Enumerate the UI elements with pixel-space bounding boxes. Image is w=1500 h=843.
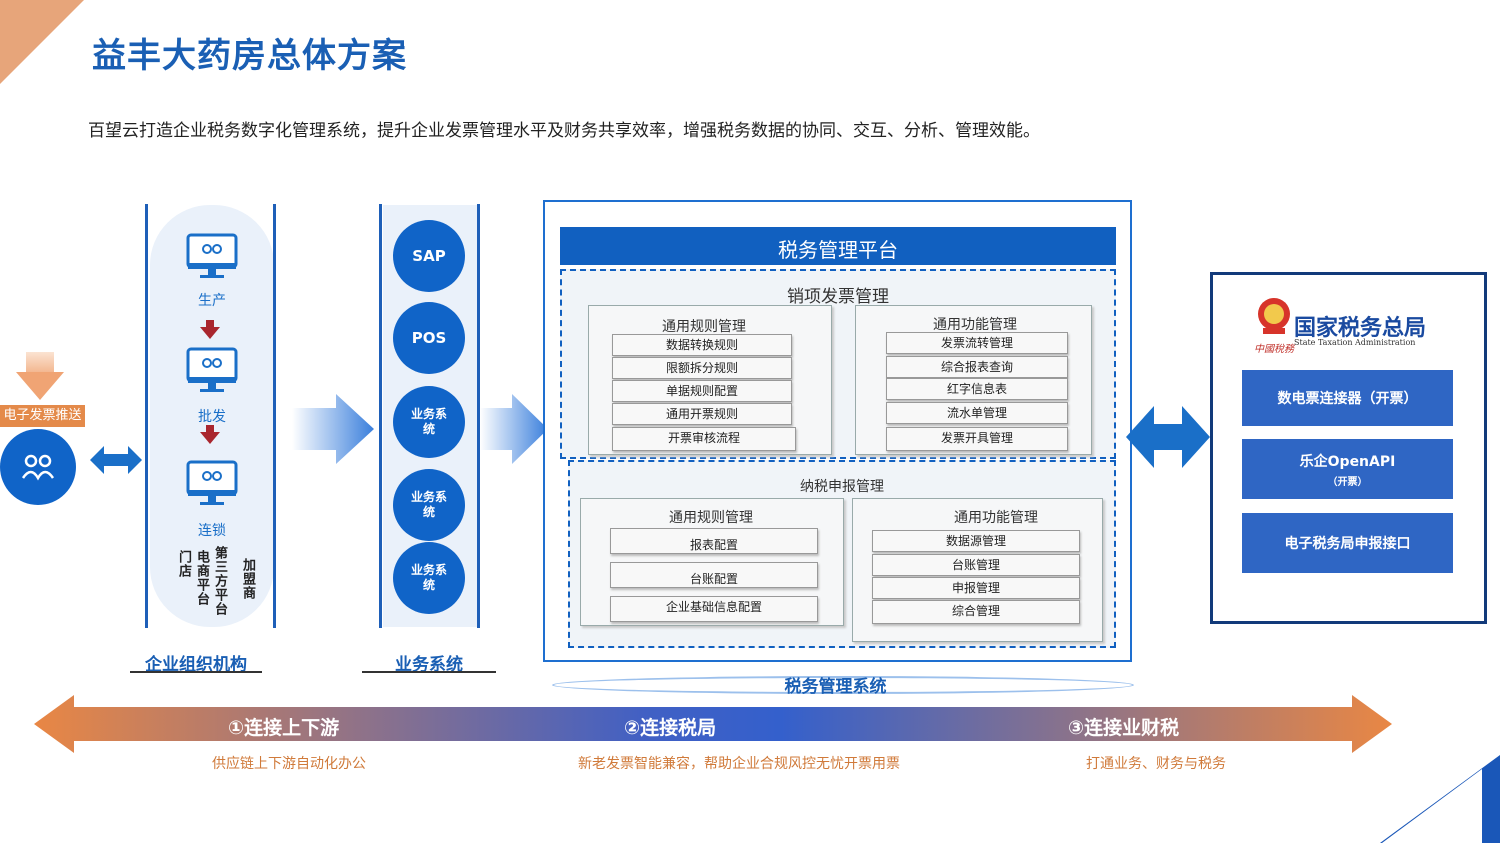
button-label: 数电票连接器（开票） [1277,391,1418,407]
bottom-label-tax-bureau: ②连接税局 [624,717,717,739]
biz-system-generic: 业务系统 [393,469,465,541]
right-arrow-icon [292,394,374,464]
org-border-right [273,204,276,628]
stage-label-wholesale: 批发 [198,409,226,425]
tax-func-item: 台账管理 [872,554,1080,576]
double-arrow-icon [90,443,142,481]
arrow-down-stem [206,320,214,328]
leqi-openapi-button[interactable]: 乐企OpenAPI （开票） [1242,439,1453,499]
org-label-underline [130,671,262,673]
monitor-icon [186,460,238,505]
corner-decoration-top-left [0,0,84,84]
arrow-down-stem [206,425,214,433]
sales-rule-item: 限额拆分规则 [612,357,792,379]
push-arrow-head-icon [16,372,64,400]
sales-funcs-title: 通用功能管理 [933,317,1017,333]
platform-ellipse-base [552,676,1134,694]
button-label: 电子税务局申报接口 [1284,536,1411,552]
sales-rule-item: 单据规则配置 [612,380,792,402]
sales-rule-item: 通用开票规则 [612,403,792,425]
monitor-icon [186,347,238,392]
e-tax-bureau-interface-button[interactable]: 电子税务局申报接口 [1242,513,1453,573]
platform-caption: 税务管理系统 [784,677,887,697]
biz-label-underline [362,671,496,673]
biz-border-right [477,204,480,628]
right-arrow-icon [480,394,548,464]
tax-rule-item: 报表配置 [610,528,818,554]
sales-rule-item: 数据转换规则 [612,334,792,356]
page-subtitle: 百望云打造企业税务数字化管理系统，提升企业发票管理水平及财务共享效率，增强税务数… [88,121,1040,141]
page-title: 益丰大药房总体方案 [92,36,407,76]
bottom-label-biz-finance-tax: ③连接业财税 [1068,717,1180,739]
tax-func-item: 申报管理 [872,577,1080,599]
bottom-desc-tax-bureau: 新老发票智能兼容，帮助企业合规风控无忧开票用票 [578,756,900,772]
push-arrow-stem [26,352,54,374]
sales-func-item: 综合报表查询 [886,356,1068,378]
emblem-icon [1258,298,1290,334]
sales-rule-item: 开票审核流程 [612,427,796,451]
bottom-desc-biz-finance-tax: 打通业务、财务与税务 [1086,756,1226,772]
authority-name-cn: 国家税务总局 [1294,316,1427,341]
corner-decoration-bottom-right-inner [1382,769,1482,843]
channel-third-party: 第三方平台 [212,546,227,616]
biz-system-sap: SAP [393,220,465,292]
user-group-icon [0,429,76,505]
tax-rule-item: 台账配置 [610,562,818,588]
sales-rules-title: 通用规则管理 [662,319,746,335]
tax-rule-item: 企业基础信息配置 [610,596,818,622]
biz-system-generic: 业务系统 [393,386,465,458]
biz-system-pos: POS [393,302,465,374]
einvoice-connector-button[interactable]: 数电票连接器（开票） [1242,370,1453,426]
biz-column-label: 业务系统 [395,655,463,675]
platform-band-title: 税务管理平台 [560,227,1116,265]
stage-label-chain: 连锁 [198,523,226,539]
emblem-caption: 中國稅務 [1254,344,1294,355]
sales-func-item: 发票开具管理 [886,427,1068,451]
channel-ecommerce: 电商平台 [194,550,209,606]
arrow-down-icon [200,327,220,339]
sales-func-item: 发票流转管理 [886,332,1068,354]
tax-func-item: 数据源管理 [872,530,1080,552]
button-label: 乐企OpenAPI [1299,453,1396,470]
tax-funcs-title: 通用功能管理 [954,510,1038,526]
sales-section-title: 销项发票管理 [787,287,889,307]
invoice-push-label: 电子发票推送 [0,405,85,427]
monitor-icon [186,233,238,278]
button-sub-label: （开票） [1327,476,1368,488]
arrow-down-icon [200,432,220,444]
sales-func-item: 流水单管理 [886,402,1068,424]
tax-section-title: 纳税申报管理 [800,479,884,495]
biz-system-generic: 业务系统 [393,542,465,614]
bottom-desc-upstream: 供应链上下游自动化办公 [212,756,366,772]
org-column-label: 企业组织机构 [145,655,247,675]
stage-label-production: 生产 [198,293,226,309]
double-arrow-icon [1126,406,1210,468]
org-border-left [145,204,148,628]
tax-func-item: 综合管理 [872,600,1080,624]
tax-rules-title: 通用规则管理 [669,510,753,526]
authority-name-en: State Taxation Administration [1294,338,1416,347]
channel-store: 门店 [176,550,191,578]
bottom-connect-arrow [34,695,1392,753]
channel-franchise: 加盟商 [240,558,255,600]
biz-border-left [379,204,382,628]
sales-func-item: 红字信息表 [886,378,1068,400]
bottom-label-upstream: ①连接上下游 [228,717,340,739]
